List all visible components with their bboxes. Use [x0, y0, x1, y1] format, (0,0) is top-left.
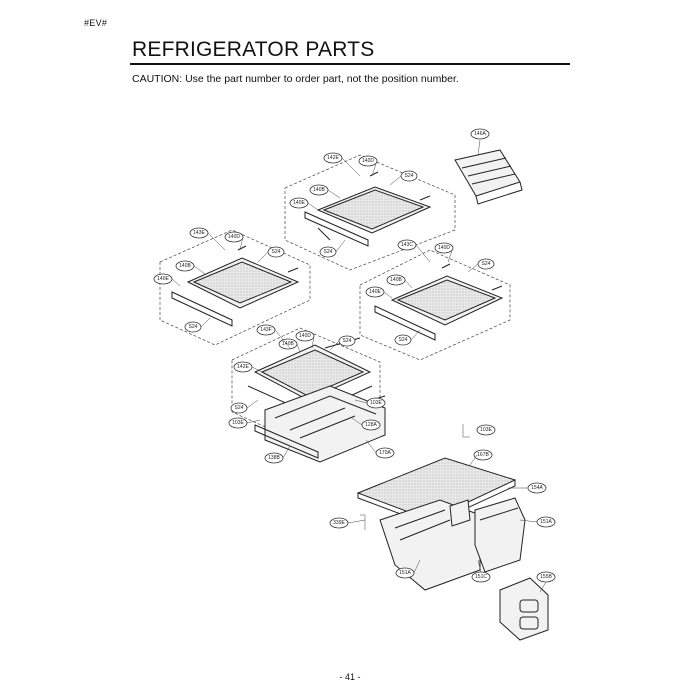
title-rule: [130, 63, 570, 65]
svg-text:167B: 167B: [477, 452, 489, 458]
svg-text:151C: 151C: [475, 574, 487, 580]
svg-text:S24: S24: [482, 261, 491, 267]
callout-140d: 140D: [434, 242, 454, 254]
callout-140b: 140B: [278, 338, 298, 350]
header-tag: #EV#: [84, 18, 108, 28]
svg-text:146A: 146A: [474, 131, 486, 137]
svg-text:142E: 142E: [237, 364, 249, 370]
callout-140b: 140B: [386, 274, 406, 286]
callout-142e: 142E: [233, 361, 253, 373]
callout-140e: 140E: [289, 197, 309, 209]
shelf-assembly-3: [359, 249, 511, 361]
svg-text:140D: 140D: [438, 245, 450, 251]
callout-s24: S24: [394, 334, 412, 346]
svg-text:S24: S24: [272, 249, 281, 255]
svg-text:S24: S24: [324, 249, 333, 255]
svg-text:S24: S24: [189, 324, 198, 330]
svg-text:151A: 151A: [399, 570, 411, 576]
callout-103e: 103E: [476, 424, 496, 436]
svg-text:339E: 339E: [333, 520, 345, 526]
svg-text:151A: 151A: [540, 519, 552, 525]
svg-text:140B: 140B: [282, 341, 294, 347]
svg-text:S24: S24: [235, 405, 244, 411]
callout-103e: 103E: [228, 417, 248, 429]
svg-text:138B: 138B: [268, 455, 280, 461]
svg-text:154A: 154A: [531, 485, 543, 491]
callout-140b: 140B: [175, 260, 195, 272]
callout-143c: 143C: [397, 239, 417, 251]
bin-assembly: [356, 457, 526, 591]
callout-s24: S24: [338, 335, 356, 347]
callout-s24: S24: [319, 246, 337, 258]
callout-143e: 143E: [189, 227, 209, 239]
svg-text:140E: 140E: [369, 289, 381, 295]
page-title: REFRIGERATOR PARTS: [132, 38, 375, 61]
callout-151c: 151C: [471, 571, 491, 583]
svg-text:170A: 170A: [379, 450, 391, 456]
part-155b: [499, 577, 549, 641]
part-rack-146a: [454, 139, 523, 205]
callout-146a: 146A: [470, 128, 490, 140]
svg-text:S24: S24: [405, 173, 414, 179]
svg-text:140D: 140D: [228, 234, 240, 240]
callout-140d: 140D: [224, 231, 244, 243]
page-number: - 41 -: [339, 672, 361, 682]
callout-140d: 140D: [295, 330, 315, 342]
callout-140e: 140E: [153, 273, 173, 285]
svg-text:155B: 155B: [540, 574, 552, 580]
leader-lines: [171, 157, 547, 593]
crisper-drawer: [254, 385, 386, 463]
callout-138b: 138B: [264, 452, 284, 464]
svg-text:143C: 143C: [401, 242, 413, 248]
svg-text:140B: 140B: [390, 277, 402, 283]
svg-text:140E: 140E: [293, 200, 305, 206]
callout-s24: S24: [400, 170, 418, 182]
callout-151a: 151A: [536, 516, 556, 528]
svg-text:140B: 140B: [179, 263, 191, 269]
svg-text:140B: 140B: [313, 187, 325, 193]
svg-text:140D: 140D: [362, 158, 374, 164]
callout-128a: 128A: [361, 419, 381, 431]
shelf-assembly-2: [159, 229, 311, 346]
svg-text:103E: 103E: [232, 420, 244, 426]
callout-170a: 170A: [375, 447, 395, 459]
callout-143f: 143F: [256, 324, 276, 336]
svg-text:103E: 103E: [370, 400, 382, 406]
callout-s24: S24: [267, 246, 285, 258]
callout-140d: 140D: [358, 155, 378, 167]
callout-151a: 151A: [395, 567, 415, 579]
callout-140e: 140E: [365, 286, 385, 298]
callout-s24: S24: [477, 258, 495, 270]
shelf-assembly-1: [284, 154, 456, 271]
svg-text:S24: S24: [399, 337, 408, 343]
callout-s24: S24: [184, 321, 202, 333]
svg-text:143E: 143E: [193, 230, 205, 236]
callout-154a: 154A: [527, 482, 547, 494]
callout-s24: S24: [230, 402, 248, 414]
caution-note: CAUTION: Use the part number to order pa…: [132, 73, 459, 85]
svg-text:140E: 140E: [157, 276, 169, 282]
svg-text:S24: S24: [343, 338, 352, 344]
callout-339e: 339E: [329, 517, 349, 529]
callout-142e: 142E: [323, 152, 343, 164]
svg-text:142E: 142E: [327, 155, 339, 161]
callout-140b: 140B: [309, 184, 329, 196]
callout-103e: 103E: [366, 397, 386, 409]
svg-text:143F: 143F: [260, 327, 271, 333]
callout-155b: 155B: [536, 571, 556, 583]
callout-167b: 167B: [473, 449, 493, 461]
svg-text:140D: 140D: [299, 333, 311, 339]
svg-text:128A: 128A: [365, 422, 377, 428]
svg-text:103E: 103E: [480, 427, 492, 433]
